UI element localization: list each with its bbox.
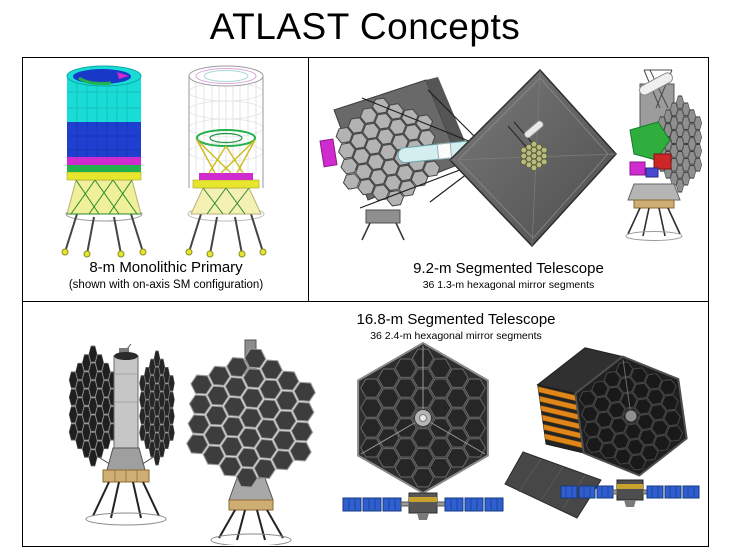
render-9-2m-sunshield-view [448,68,618,248]
renders-9-2m [319,68,702,248]
solar-array-right [642,485,700,499]
solar-array-left [342,497,410,512]
render-16-8m-side-view [68,343,175,526]
render-9-2m-rear-view [625,69,702,241]
caption-block-16-8m: 16.8-m Segmented Telescope 36 2.4-m hexa… [256,310,656,343]
caption-16-8m: 16.8-m Segmented Telescope [356,311,556,328]
subcaption-9-2m: 36 1.3-m hexagonal mirror segments [422,278,595,291]
panel-16-8m-segmented: 16.8-m Segmented Telescope 36 2.4-m hexa… [22,301,709,547]
caption-block-8m: 8-m Monolithic Primary (shown with on-ax… [23,258,309,292]
subcaption-8m: (shown with on-axis SM configuration) [68,278,264,291]
caption-block-9-2m: 9.2-m Segmented Telescope 36 1.3-m hexag… [309,259,708,292]
panel-9-2m-segmented: 9.2-m Segmented Telescope 36 1.3-m hexag… [308,57,709,303]
render-16-8m-mirror-front-view [186,339,316,545]
render-8m-wireframe-model [185,65,267,258]
render-16-8m-solar-array-view [342,341,504,520]
page-title: ATLAST Concepts [209,6,521,47]
solar-array-left [560,485,618,499]
solar-array-right [436,497,504,512]
panel-8m-monolithic: 8-m Monolithic Primary (shown with on-ax… [22,57,310,303]
subcaption-16-8m: 36 2.4-m hexagonal mirror segments [370,329,542,342]
renders-16-8m [68,339,700,545]
render-16-8m-sunshade-view [504,347,700,519]
caption-9-2m: 9.2-m Segmented Telescope [413,260,604,277]
caption-8m: 8-m Monolithic Primary [89,259,243,276]
sunshade-membranes [537,386,584,449]
render-8m-solid-model [61,65,147,258]
